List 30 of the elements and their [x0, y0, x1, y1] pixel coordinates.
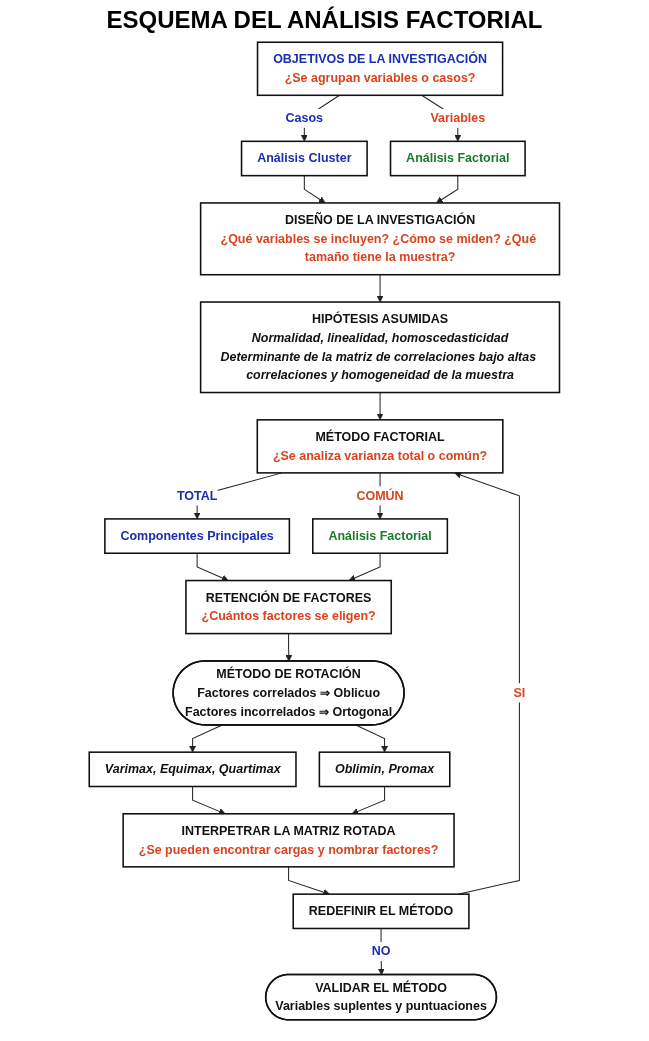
process-box: MÉTODO FACTORIAL ¿Se analiza varianza total o común?	[256, 419, 504, 474]
arrow	[376, 274, 384, 303]
process-box: Oblimin, Promax	[318, 751, 451, 788]
ellipse-node: VALIDAR EL MÉTODO Variables suplentes y puntuaciones	[265, 973, 498, 1021]
arrow	[355, 724, 389, 753]
process-box: Análisis Factorial	[312, 518, 449, 554]
process-box: Componentes Principales	[104, 518, 291, 554]
ellipse-node: MÉTODO DE ROTACIÓN Factores correlados ⇒ Oblicuo Factores incorrelados ⇒ Ortogonal	[172, 660, 405, 726]
arrow	[454, 471, 521, 895]
arrow	[288, 866, 330, 896]
arrow	[351, 786, 386, 815]
process-box: DISEÑO DE LA INVESTIGACIÓN ¿Qué variables se incluyen? ¿Cómo se miden? ¿Qué tamaño tiene la muestra?	[200, 202, 561, 276]
arrow	[436, 175, 459, 204]
arrow	[192, 786, 226, 815]
arrow	[303, 175, 326, 204]
diagram-title: ESQUEMA DEL ANÁLISIS FACTORIAL	[105, 6, 544, 34]
arrow	[285, 633, 293, 662]
process-box: Análisis Factorial	[389, 140, 526, 177]
arrow	[348, 552, 381, 582]
process-box: INTERPETRAR LA MATRIZ ROTADA ¿Se pueden encontrar cargas y nombrar factores?	[122, 813, 455, 868]
process-box: OBJETIVOS DE LA INVESTIGACIÓN ¿Se agrupan variables o casos?	[256, 41, 504, 97]
process-box: Varimax, Equimax, Quartimax	[88, 751, 297, 788]
process-box: RETENCIÓN DE FACTORES ¿Cuántos factores se eligen?	[185, 579, 393, 635]
arrow	[189, 724, 223, 753]
process-box: Análisis Cluster	[240, 140, 368, 177]
process-box: REDEFINIR EL MÉTODO	[292, 893, 470, 930]
edge-label: NO	[371, 942, 391, 961]
arrow	[376, 392, 384, 421]
process-box: HIPÓTESIS ASUMIDAS Normalidad, linealidad, homoscedasticidad Determinante de la matriz de correlaciones bajo altas correlaciones y homogeneidad de la muestra	[200, 301, 561, 394]
arrow	[196, 552, 229, 582]
